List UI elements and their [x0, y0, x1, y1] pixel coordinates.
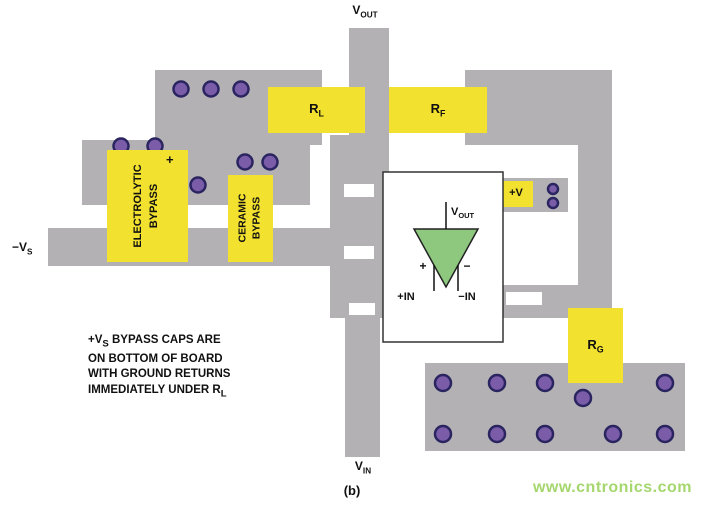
via-pad — [433, 373, 453, 393]
note-line: WITH GROUND RETURNS — [88, 368, 231, 381]
plus-in-label: +IN — [397, 291, 415, 303]
ceramic-line1: CERAMIC — [236, 193, 249, 243]
via-pad — [232, 80, 250, 98]
via-pad — [546, 196, 560, 210]
vout-top-label: VOUT — [352, 3, 378, 20]
vin-bottom-label: VIN — [354, 459, 372, 476]
watermark: www.cntronics.com — [532, 479, 692, 496]
resistor-rf — [389, 87, 487, 133]
opamp-minus-mark: − — [463, 259, 471, 273]
via-pad — [546, 182, 560, 196]
resistor-rg — [568, 308, 623, 383]
via-pad — [189, 176, 207, 194]
pin-slot — [506, 292, 542, 305]
rf-label: RF — [430, 101, 446, 119]
bypass-note: +VS BYPASS CAPS ARE ON BOTTOM OF BOARD W… — [88, 333, 230, 402]
ceramic-bypass-cap — [228, 175, 273, 262]
plus-v-pad — [499, 181, 533, 207]
electrolytic-polarity-mark: + — [166, 152, 174, 167]
via-pad — [655, 373, 675, 393]
figure-label: (b) — [343, 483, 361, 498]
opamp-vout-label: VOUT — [451, 206, 475, 221]
via-pad — [535, 424, 555, 444]
neg-vs-label: −VS — [12, 240, 33, 257]
pin-slot — [344, 184, 374, 197]
via-pad — [603, 424, 623, 444]
pin-slot — [344, 246, 374, 259]
via-pad — [535, 373, 555, 393]
electrolytic-bypass-cap — [107, 150, 188, 262]
via-pad — [202, 80, 220, 98]
trace-pad-field — [425, 363, 685, 451]
electrolytic-line1: ELECTROLYTIC — [132, 164, 144, 248]
trace-right-vertical — [578, 70, 612, 318]
via-pad — [487, 424, 507, 444]
pin-slot — [349, 303, 375, 315]
via-pad — [261, 153, 279, 171]
via-pad — [573, 388, 593, 408]
ceramic-bypass-label: CERAMIC BYPASS — [236, 175, 266, 262]
note-line: IMMEDIATELY UNDER RL — [88, 383, 227, 400]
resistor-rl — [268, 87, 365, 133]
via-pad — [487, 373, 507, 393]
rl-label: RL — [309, 101, 324, 119]
trace-neg-vs — [48, 228, 345, 266]
via-pad — [236, 153, 254, 171]
note-line: +VS BYPASS CAPS ARE — [88, 334, 221, 350]
ceramic-line2: BYPASS — [250, 196, 263, 240]
electrolytic-line2: BYPASS — [148, 183, 160, 229]
electrolytic-bypass-label: ELECTROLYTIC BYPASS — [130, 150, 164, 262]
note-line: ON BOTTOM OF BOARD — [88, 352, 223, 365]
via-pad — [172, 80, 190, 98]
opamp-plus-mark: + — [419, 259, 427, 273]
via-pad — [433, 424, 453, 444]
via-pad — [655, 424, 675, 444]
rg-label: RG — [587, 337, 604, 355]
trace-vin — [345, 300, 380, 457]
minus-in-label: −IN — [458, 291, 476, 303]
plus-v-label: +V — [509, 187, 523, 199]
